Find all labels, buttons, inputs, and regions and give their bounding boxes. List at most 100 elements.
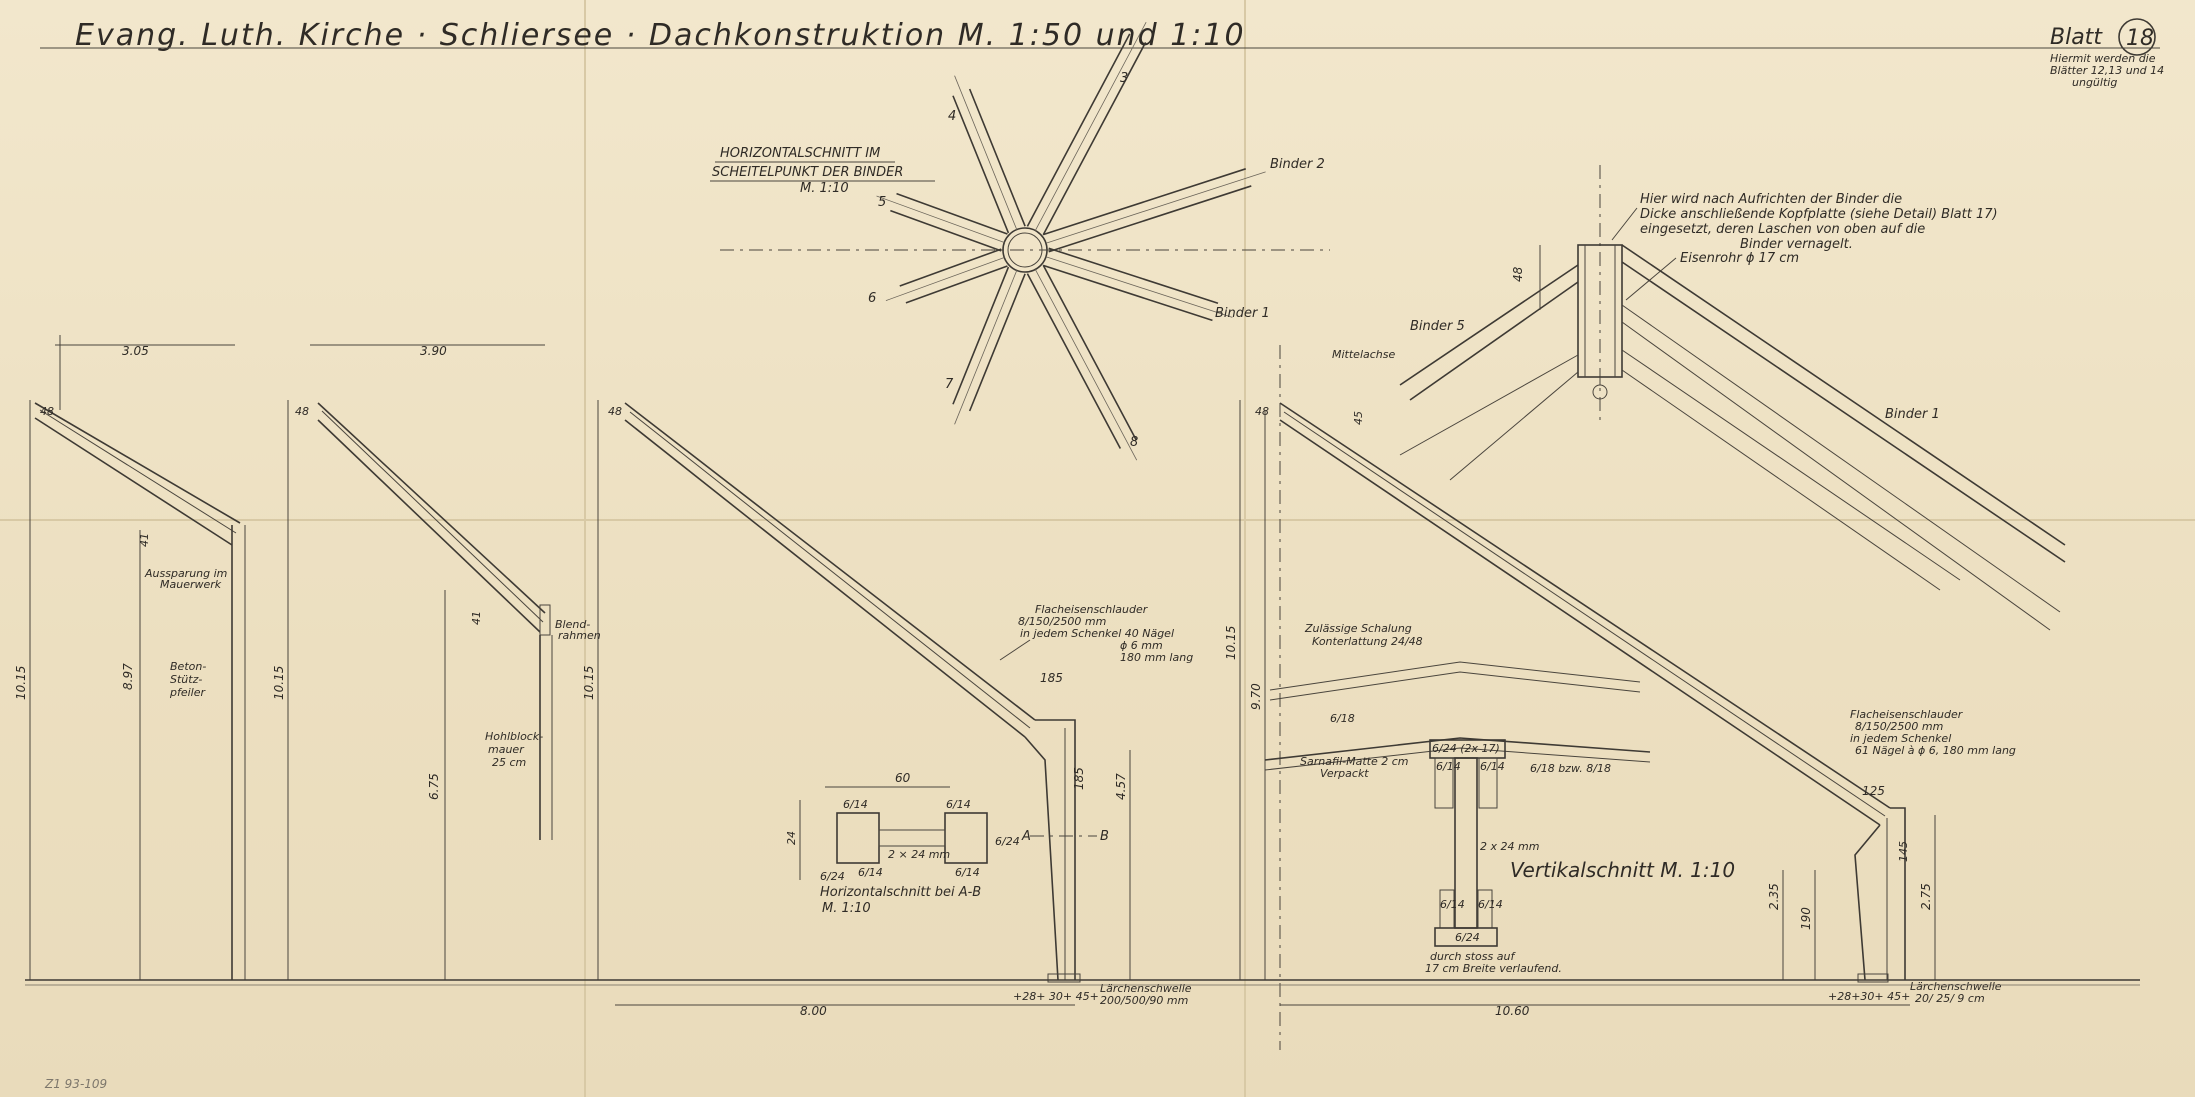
side-plate	[1478, 757, 1498, 809]
binder-number: 5	[878, 195, 886, 210]
binder-arm-axis	[1045, 171, 1266, 244]
rafter-bottom	[34, 417, 233, 546]
binder-arm	[1042, 264, 1137, 441]
base-sill	[1857, 973, 1889, 983]
sheet-note-line: ungültig	[2072, 76, 2117, 89]
wood-label: rahmen	[558, 629, 601, 642]
dim-label: 48	[295, 405, 309, 418]
binder-arm	[899, 248, 1002, 287]
vsection-bottom: 6/24	[1455, 931, 1480, 944]
section-label: 6/14	[858, 866, 883, 879]
section-ab-scale: M. 1:10	[822, 901, 871, 916]
binder-arm	[968, 273, 1026, 412]
dim-label: 6.75	[427, 773, 441, 800]
dim-label: 24	[785, 831, 798, 845]
dim-label: 10.15	[14, 666, 28, 700]
vsection-tag: 6/18	[1330, 712, 1355, 725]
frame4-note: in jedem Schenkel	[1850, 732, 1951, 745]
leader-line	[1611, 207, 1638, 241]
binder-arm-axis	[876, 195, 1005, 243]
binder-arm	[1048, 247, 1219, 305]
rafter-mid	[629, 411, 1031, 729]
leader-line	[1625, 257, 1677, 301]
lath-line	[1269, 661, 1641, 691]
binder-arm-axis	[954, 75, 1018, 230]
horizontal-section-title: HORIZONTALSCHNITT IM	[720, 146, 880, 161]
binder-number: 3	[1120, 71, 1128, 86]
section-label: 6/14	[955, 866, 980, 879]
binder-arm	[896, 192, 1008, 235]
section-label: 6/24	[820, 870, 845, 883]
apex-note-line: Dicke anschließende Kopfplatte (siehe De…	[1640, 207, 1998, 222]
binder-1-rafter	[1621, 261, 2066, 563]
binder-arm-axis	[1034, 22, 1147, 231]
rafter-bottom	[1279, 419, 1881, 826]
binder-arm-axis	[1034, 269, 1138, 461]
frame1-note: Aussparung im	[144, 567, 227, 580]
vsection-note: Zulässige Schalung	[1304, 622, 1412, 635]
section-mark-a: A	[1021, 829, 1031, 844]
binder-rafter	[1621, 349, 1961, 581]
vsection-note: Konterlattung 24/48	[1312, 635, 1423, 648]
bolt-ring	[1592, 384, 1608, 400]
axis-label: Mittelachse	[1332, 348, 1395, 361]
rafter-mid	[321, 410, 544, 623]
vsection-foot: 17 cm Breite verlaufend.	[1425, 962, 1562, 975]
vertical-section: Zulässige Schalung Konterlattung 24/48 6…	[1264, 622, 1735, 975]
dim-label: 185	[1040, 671, 1063, 685]
rafter-top	[34, 402, 241, 524]
dim-label: 48	[40, 405, 54, 418]
roof-frame-3: 48 10.15 185 185 4.57 Flacheisenschlaude…	[582, 400, 1193, 1018]
section-a-b: 60 6/14 6/14 6/14 6/14 6/24 6/24 2 × 24 …	[785, 771, 1020, 916]
frame4-note: 8/150/2500 mm	[1855, 720, 1943, 733]
rafter-mid	[1283, 411, 1886, 817]
binder-arm	[1026, 273, 1122, 449]
dim-label: 48	[1511, 266, 1525, 282]
plate-section	[878, 829, 946, 847]
binder-rafter	[1621, 321, 2051, 631]
vsection-foot: durch stoss auf	[1430, 950, 1516, 963]
frame3-note: 180 mm lang	[1120, 651, 1193, 664]
post-outer	[1035, 719, 1076, 980]
binder-arm-axis	[885, 257, 1005, 301]
binder-arm	[890, 209, 1002, 252]
sheet-number: 18	[2126, 26, 2154, 51]
binder-label: Binder 2	[1270, 157, 1325, 172]
sheet-note-line: Hiermit werden die	[2050, 52, 2156, 65]
dim-label: 10.15	[1224, 626, 1238, 660]
apex-detail: Hier wird nach Aufrichten der Binder die…	[1399, 165, 2066, 631]
frame3-note: in jedem Schenkel 40 Nägel	[1020, 627, 1174, 640]
base-note: 20/ 25/ 9 cm	[1915, 992, 1985, 1005]
post-outer	[1890, 807, 1906, 980]
pillar-label: pfeiler	[169, 686, 207, 699]
dim-label: 10.15	[582, 666, 596, 700]
base-note: Lärchenschwelle	[1910, 980, 2002, 993]
binder-arm	[952, 95, 1010, 234]
post-inner	[1854, 824, 1881, 981]
pillar-label: Beton-	[170, 660, 206, 673]
frame4-note: Flacheisenschlauder	[1850, 708, 1964, 721]
section-ab-title: Horizontalschnitt bei A-B	[820, 885, 981, 900]
dim-label: 48	[608, 405, 622, 418]
binder-arm	[952, 266, 1010, 405]
vsection-top: 6/24 (2x 17)	[1432, 742, 1500, 755]
base-dims: +28+ 30+ 45+	[1013, 990, 1099, 1003]
horizontal-section-title: SCHEITELPUNKT DER BINDER	[712, 165, 903, 180]
post-section	[836, 812, 880, 864]
vsection-mid: 2 x 24 mm	[1480, 840, 1539, 853]
dim-label: 48	[1255, 405, 1269, 418]
roof-board	[1264, 737, 1651, 761]
section-label: 6/24	[995, 835, 1020, 848]
dim-label: 9.70	[1249, 683, 1263, 710]
dim-label: 60	[895, 771, 911, 785]
binder-number: 4	[948, 109, 956, 124]
pillar-label: Stütz-	[170, 673, 202, 686]
binder-arm	[1048, 185, 1252, 253]
wall-label: 25 cm	[492, 756, 526, 769]
dim-label: 41	[470, 611, 483, 625]
binder-rafter	[1399, 354, 1579, 456]
binder-5-rafter	[1399, 264, 1579, 386]
vsection-note: Verpackt	[1320, 767, 1369, 780]
catalog-stamp: Z1 93-109	[44, 1077, 107, 1091]
